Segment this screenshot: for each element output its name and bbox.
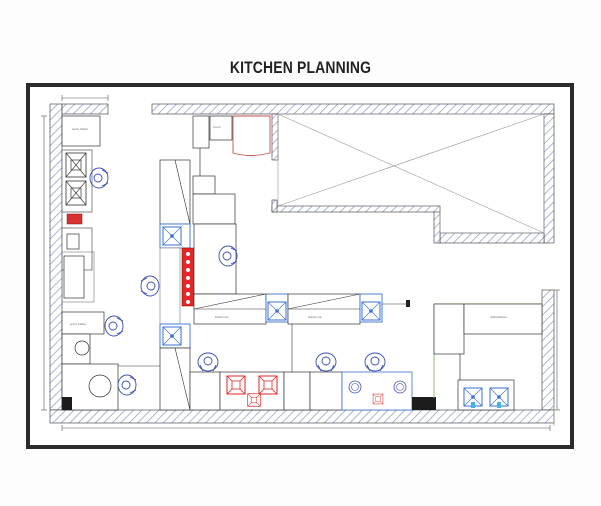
sink-right-1 — [267, 301, 287, 321]
work-table-top-left — [61, 115, 101, 147]
left-wall — [49, 103, 63, 411]
dimension-lines — [41, 95, 560, 431]
store-bottom-wall-right — [439, 232, 545, 244]
svg-text:work table: work table — [72, 127, 88, 131]
dish-table — [433, 303, 465, 355]
bottom-wall — [49, 409, 555, 424]
tandoor-small — [61, 333, 91, 365]
chiller — [66, 233, 80, 250]
dishwasher — [463, 303, 543, 335]
cold-storage — [232, 115, 271, 156]
svg-text:dishwasher: dishwasher — [490, 315, 508, 319]
svg-text:table top: table top — [215, 315, 229, 319]
right-wall — [541, 289, 555, 411]
fire-extinguisher — [66, 213, 83, 225]
sink-middle — [162, 326, 182, 346]
store-bottom-wall-left — [271, 205, 441, 213]
hood-area — [209, 115, 233, 141]
table-tops: table top table top — [193, 293, 410, 372]
partition-wall — [271, 113, 279, 161]
range-bottom — [189, 371, 221, 411]
store-right-wall — [543, 113, 555, 244]
store-room — [277, 113, 545, 234]
prep-table-center — [159, 159, 191, 225]
center-line-equipment: hood — [159, 115, 271, 411]
page-title: KITCHEN PLANNING — [229, 58, 372, 77]
svg-text:work table: work table — [70, 322, 86, 326]
salamander — [192, 115, 210, 149]
walls — [49, 103, 555, 424]
top-left-wall — [61, 103, 109, 115]
pizza-oven — [63, 255, 85, 299]
sink-top — [162, 226, 182, 246]
left-equipment: work table work table — [61, 115, 160, 411]
svg-text:hood: hood — [213, 125, 221, 129]
bottom-cooking-line — [189, 371, 436, 411]
pizza-table — [61, 251, 95, 303]
dish-area: dishwasher — [433, 303, 543, 411]
wok-range — [309, 371, 343, 411]
top-wall — [151, 103, 555, 115]
sink-right-2 — [361, 301, 381, 321]
svg-text:table top: table top — [308, 315, 322, 319]
